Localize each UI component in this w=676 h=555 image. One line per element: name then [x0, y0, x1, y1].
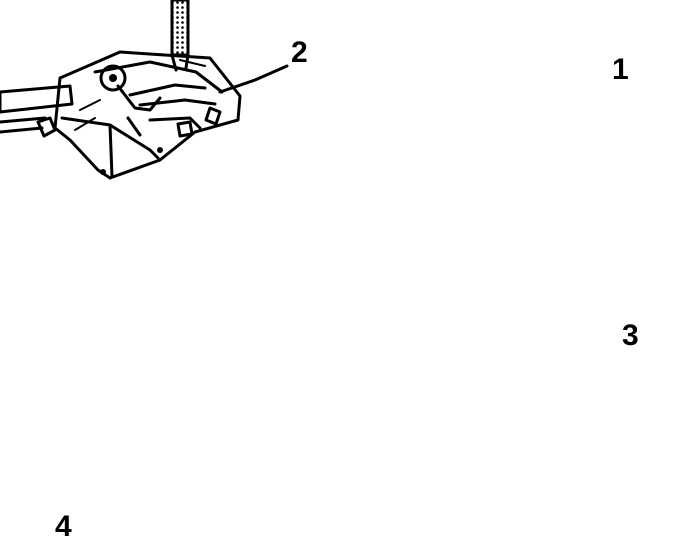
callout-3: 3 [622, 319, 639, 352]
callout-2: 2 [291, 36, 308, 69]
cable-bracket-assembly [0, 0, 242, 180]
callout-1: 1 [612, 53, 629, 86]
leader-line-2 [218, 64, 289, 94]
callout-4: 4 [55, 510, 72, 543]
